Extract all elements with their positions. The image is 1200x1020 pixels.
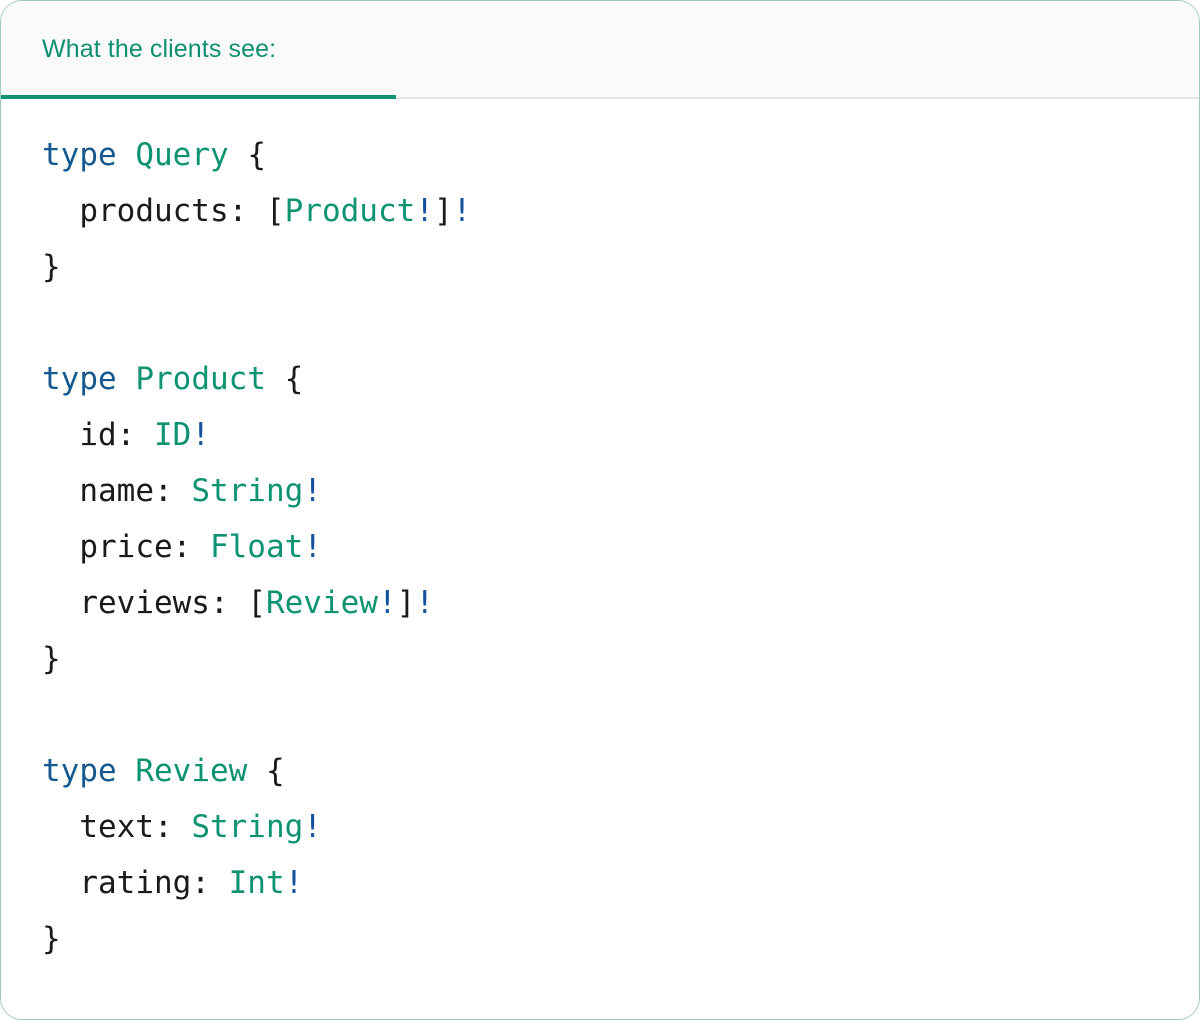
code-line: rating: Int! — [42, 855, 1199, 911]
code-line: name: String! — [42, 463, 1199, 519]
code-line: type Product { — [42, 351, 1199, 407]
code-token-field: text: — [42, 809, 192, 845]
code-token-typename: ID — [153, 417, 192, 453]
code-token-punct: } — [42, 641, 61, 677]
code-token-punct: { — [228, 137, 266, 173]
code-token-punct: } — [42, 249, 61, 285]
code-token-field: id: — [42, 417, 154, 453]
tab-what-the-clients-see[interactable]: What the clients see: — [1, 1, 396, 99]
code-token-bang: ! — [303, 473, 322, 509]
code-line: price: Float! — [42, 519, 1199, 575]
code-token-bang: ! — [284, 865, 304, 901]
code-token-typename: String — [191, 473, 304, 509]
code-token-keyword: type — [42, 361, 117, 397]
code-token-field: price: — [42, 529, 210, 565]
code-token-bang: ! — [415, 585, 434, 621]
code-token-punct: ] — [433, 193, 453, 229]
code-token-field: products: — [42, 193, 266, 229]
code-token-bang: ! — [415, 193, 434, 229]
code-token-typename: String — [191, 809, 304, 845]
code-token-typename: Review — [135, 753, 248, 789]
code-token-punct: [ — [247, 585, 266, 621]
code-body: type Query { products: [Product!]! } typ… — [1, 99, 1199, 1019]
code-line: products: [Product!]! — [42, 183, 1199, 239]
code-token-bang: ! — [452, 193, 472, 229]
code-token-field: name: — [42, 473, 192, 509]
graphql-schema-code[interactable]: type Query { products: [Product!]! } typ… — [1, 127, 1199, 967]
code-line: id: ID! — [42, 407, 1199, 463]
code-token-typename: Int — [228, 865, 285, 901]
code-token-plain — [117, 753, 136, 789]
code-token-punct: ] — [396, 585, 416, 621]
panel-header-bar: What the clients see: — [1, 1, 1199, 99]
code-token-punct: [ — [265, 193, 285, 229]
code-line: } — [42, 239, 1199, 295]
code-token-punct: } — [42, 921, 61, 957]
code-token-field: reviews: — [42, 585, 248, 621]
code-token-bang: ! — [303, 529, 322, 565]
code-token-keyword: type — [42, 753, 117, 789]
code-line: type Review { — [42, 743, 1199, 799]
code-line: type Query { — [42, 127, 1199, 183]
code-token-bang: ! — [191, 417, 210, 453]
code-token-typename: Product — [284, 193, 416, 229]
code-line: text: String! — [42, 799, 1199, 855]
code-line: } — [42, 631, 1199, 687]
code-line — [42, 687, 1199, 743]
code-token-bang: ! — [377, 585, 397, 621]
code-line: reviews: [Review!]! — [42, 575, 1199, 631]
code-token-punct: { — [265, 361, 304, 397]
code-token-typename: Product — [135, 361, 266, 397]
code-token-punct: { — [247, 753, 285, 789]
code-token-plain — [117, 361, 136, 397]
panel-title: What the clients see: — [42, 34, 277, 63]
code-token-plain — [117, 137, 136, 173]
code-token-typename: Float — [209, 529, 304, 565]
code-token-keyword: type — [42, 137, 117, 173]
code-token-typename: Query — [135, 137, 229, 173]
code-line — [42, 295, 1199, 351]
code-token-typename: Review — [265, 585, 378, 621]
code-token-bang: ! — [303, 809, 322, 845]
code-token-field: rating: — [42, 865, 229, 901]
code-line: } — [42, 911, 1199, 967]
